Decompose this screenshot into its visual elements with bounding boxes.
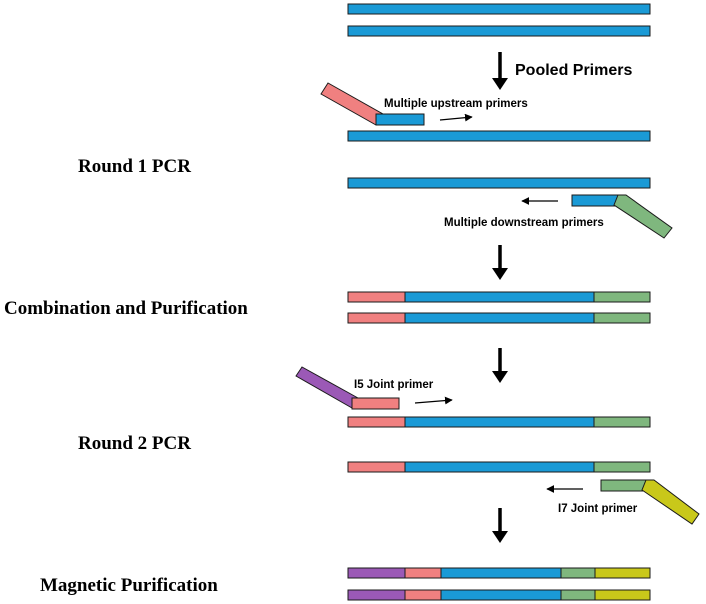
i5-joint-primer xyxy=(295,366,400,410)
adapter-red xyxy=(404,589,442,601)
downstream-primer xyxy=(571,194,673,239)
downstream-primer-tail xyxy=(613,194,673,239)
adapter-green xyxy=(593,416,651,428)
adapter-green xyxy=(560,589,596,601)
pooled-primers-label: Pooled Primers xyxy=(515,62,632,79)
amplicon-r2-top xyxy=(347,416,651,428)
upstream-primer xyxy=(320,82,425,126)
adapter-red xyxy=(404,567,442,579)
step-arrow-4 xyxy=(492,508,508,543)
i7-primer-tail xyxy=(641,479,700,525)
i7-joint-primer xyxy=(600,479,700,525)
upstream-primer-binding xyxy=(375,113,425,126)
adapter-red xyxy=(347,461,406,473)
step-arrow-1 xyxy=(492,52,508,90)
step-arrow-3 xyxy=(492,348,508,383)
amplicon-top xyxy=(347,291,651,303)
i7-primer-label: I7 Joint primer xyxy=(558,503,638,515)
target-region xyxy=(404,312,595,324)
i5-primer-binding xyxy=(351,397,400,410)
template-duplex xyxy=(347,3,651,37)
template-strand-top xyxy=(347,3,651,15)
step-arrow-2 xyxy=(492,245,508,280)
target-region xyxy=(404,461,595,473)
i7-index xyxy=(594,589,651,601)
template-strand-r1-top xyxy=(347,130,651,142)
target-region xyxy=(404,416,595,428)
i5-primer-tail xyxy=(295,366,359,409)
library-construct-bottom xyxy=(347,589,651,601)
target-region xyxy=(404,291,595,303)
adapter-red xyxy=(347,312,406,324)
target-region xyxy=(440,589,562,601)
stage-label-magnetic: Magnetic Purification xyxy=(40,575,218,596)
template-strand-bottom xyxy=(347,25,651,37)
stage-label-round1: Round 1 PCR xyxy=(78,156,191,177)
target-region xyxy=(440,567,562,579)
stage-label-round2: Round 2 PCR xyxy=(78,433,191,454)
adapter-red xyxy=(347,416,406,428)
i5-primer-label: I5 Joint primer xyxy=(354,379,434,391)
adapter-red xyxy=(347,291,406,303)
extension-arrow-right-2 xyxy=(414,396,453,405)
template-strand-r1-bottom xyxy=(347,177,651,189)
adapter-green xyxy=(593,312,651,324)
downstream-primer-label: Multiple downstream primers xyxy=(444,217,604,229)
amplicon-r2-bottom xyxy=(347,461,651,473)
i5-index xyxy=(347,567,406,579)
amplicon-bottom xyxy=(347,312,651,324)
i7-primer-binding xyxy=(600,479,647,492)
upstream-primer-tail xyxy=(320,82,384,126)
stage-label-combination: Combination and Purification xyxy=(4,298,248,319)
extension-arrow-right-1 xyxy=(439,113,473,122)
library-construct-top xyxy=(347,567,651,579)
adapter-green xyxy=(593,461,651,473)
adapter-green xyxy=(593,291,651,303)
i5-index xyxy=(347,589,406,601)
downstream-primer-binding xyxy=(571,194,619,207)
upstream-primer-label: Multiple upstream primers xyxy=(384,98,528,110)
adapter-green xyxy=(560,567,596,579)
i7-index xyxy=(594,567,651,579)
